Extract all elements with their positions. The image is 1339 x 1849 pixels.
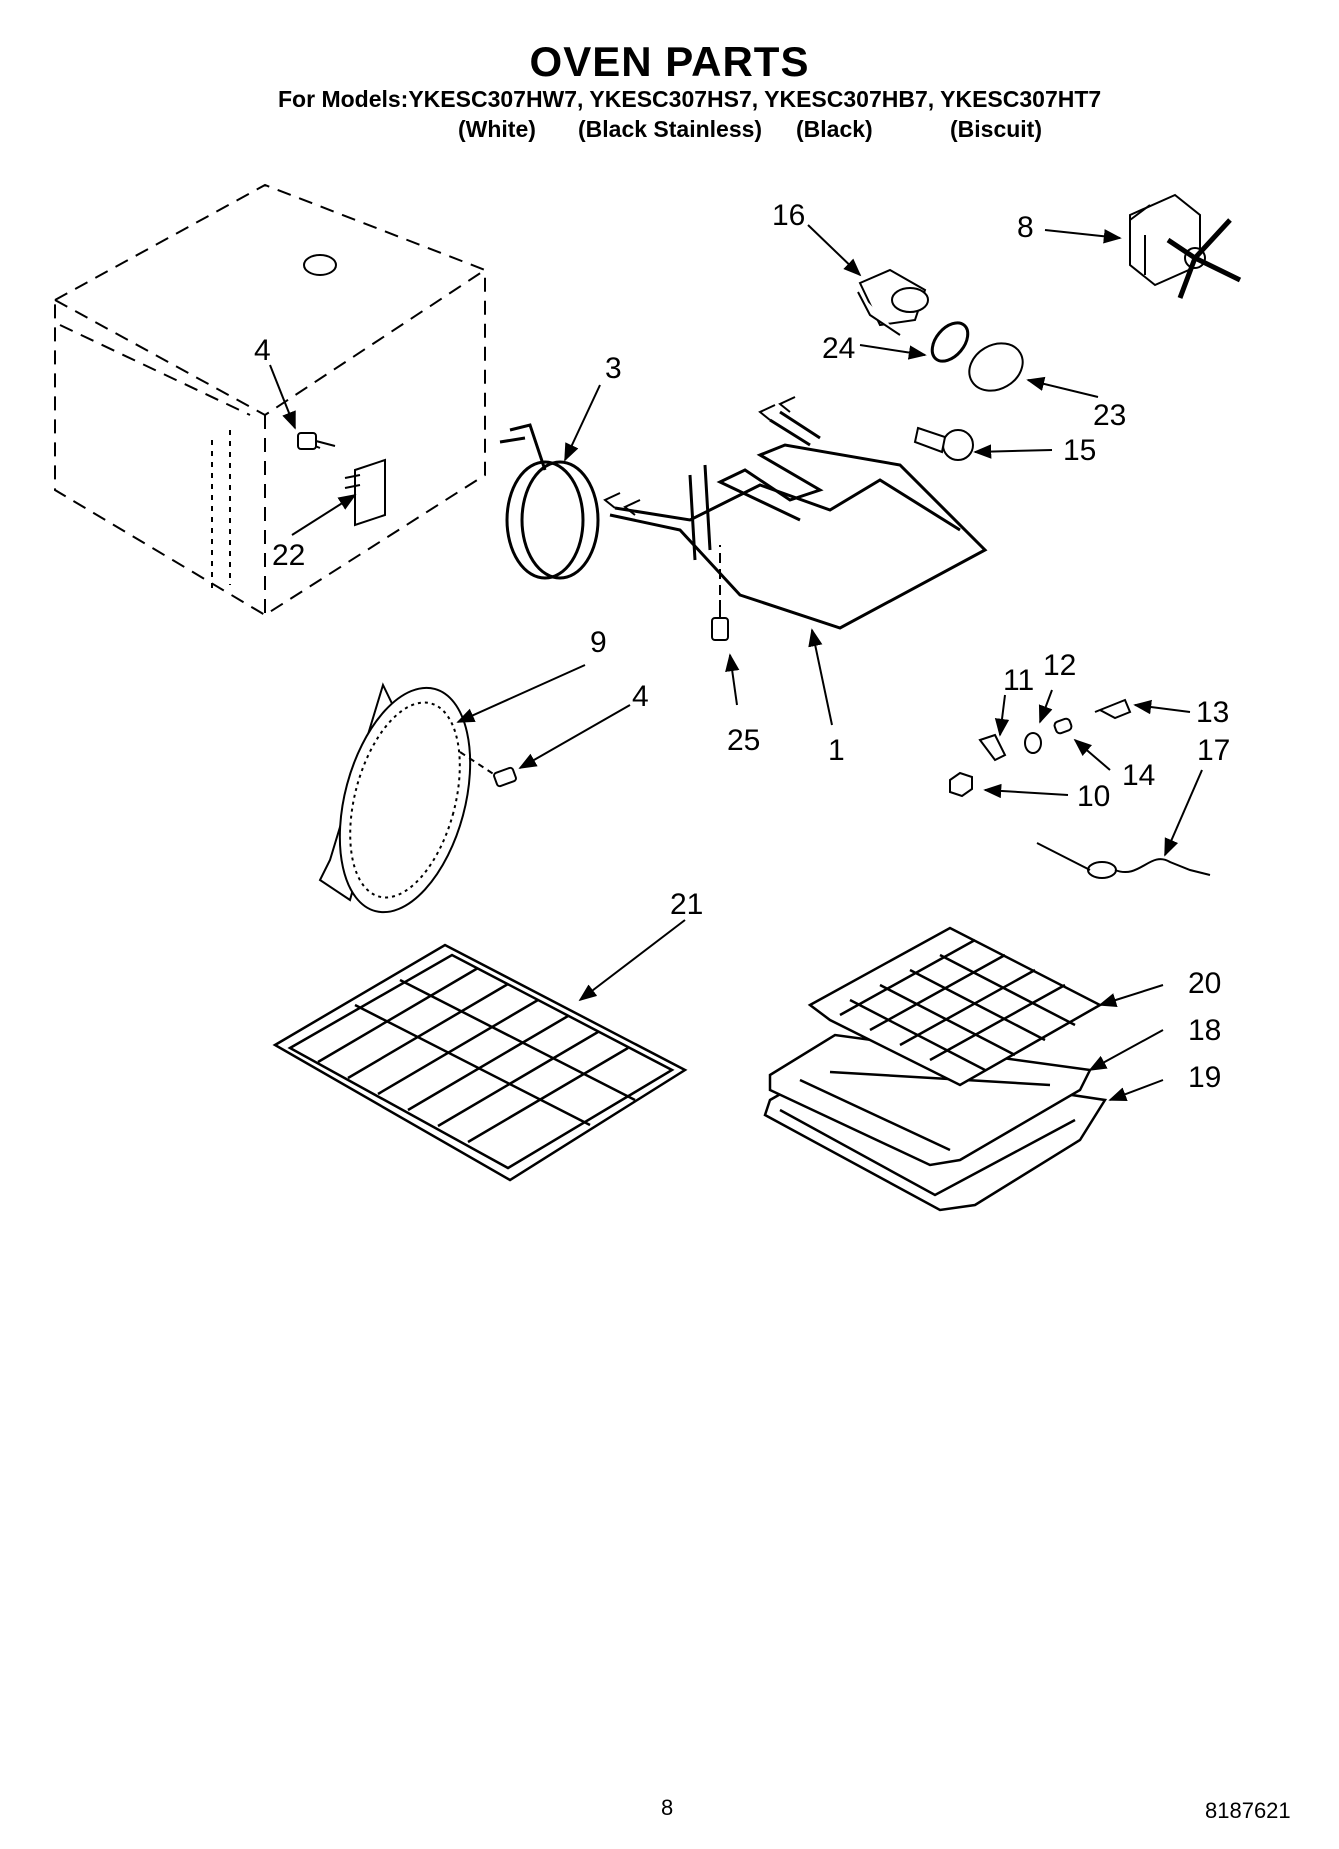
part-1-terminals bbox=[603, 396, 796, 516]
callout-12: 12 bbox=[1043, 649, 1076, 682]
part-23-lens bbox=[968, 342, 1024, 392]
part-14-spacer bbox=[1053, 717, 1073, 735]
callout-25: 25 bbox=[727, 724, 760, 757]
variant-black: (Black) bbox=[796, 116, 873, 142]
part-12-washer bbox=[1024, 732, 1042, 754]
part-17-meat-probe bbox=[1036, 842, 1211, 879]
part-20-roasting-rack bbox=[807, 926, 1103, 1087]
variant-biscuit: (Biscuit) bbox=[950, 116, 1042, 142]
part-25-screw bbox=[711, 600, 729, 641]
callout-19: 19 bbox=[1188, 1061, 1221, 1094]
callout-18: 18 bbox=[1188, 1014, 1221, 1047]
callout-21: 21 bbox=[670, 888, 703, 921]
page-title: OVEN PARTS bbox=[529, 38, 810, 85]
part-8-fan-motor bbox=[1129, 193, 1242, 299]
part-1-bake-element bbox=[609, 410, 988, 630]
part-11-clip bbox=[978, 733, 1007, 762]
callout-11: 11 bbox=[1003, 664, 1034, 697]
callout-23: 23 bbox=[1093, 399, 1126, 432]
part-4-screw-lower bbox=[459, 751, 517, 788]
part-10-nut bbox=[949, 771, 973, 798]
callout-4-lower: 4 bbox=[632, 680, 649, 713]
oven-cavity-outline bbox=[54, 183, 486, 617]
callout-1: 1 bbox=[828, 734, 845, 767]
part-9-fan-cover bbox=[318, 682, 472, 914]
callout-9: 9 bbox=[590, 626, 607, 659]
callout-10: 10 bbox=[1077, 780, 1110, 813]
models-line: For Models:YKESC307HW7, YKESC307HS7, YKE… bbox=[278, 86, 1102, 112]
part-4-screw-upper bbox=[297, 432, 336, 450]
callout-8: 8 bbox=[1017, 211, 1034, 244]
callout-16: 16 bbox=[772, 199, 805, 232]
cavity-holes bbox=[211, 254, 337, 590]
variant-black-stainless: (Black Stainless) bbox=[578, 116, 763, 142]
callout-13: 13 bbox=[1196, 696, 1229, 729]
part-21-oven-rack bbox=[272, 943, 688, 1182]
callout-24: 24 bbox=[822, 332, 855, 365]
callout-22: 22 bbox=[272, 539, 305, 572]
part-13-bolt bbox=[1094, 698, 1132, 720]
callout-4-upper: 4 bbox=[254, 334, 271, 367]
variant-white: (White) bbox=[458, 116, 536, 142]
part-16-light-socket bbox=[857, 268, 929, 336]
part-24-gasket bbox=[930, 321, 970, 363]
document-number: 8187621 bbox=[1205, 1798, 1291, 1823]
page-number: 8 bbox=[661, 1795, 674, 1820]
part-15-bulb bbox=[913, 426, 974, 461]
callout-3: 3 bbox=[605, 352, 622, 385]
part-3-fan-ring bbox=[499, 423, 600, 580]
callout-17: 17 bbox=[1197, 734, 1230, 767]
part-22-bracket bbox=[299, 439, 386, 527]
callout-20: 20 bbox=[1188, 967, 1221, 1000]
callout-14: 14 bbox=[1122, 759, 1155, 792]
callout-arrows bbox=[269, 224, 1203, 1102]
callout-15: 15 bbox=[1063, 434, 1096, 467]
